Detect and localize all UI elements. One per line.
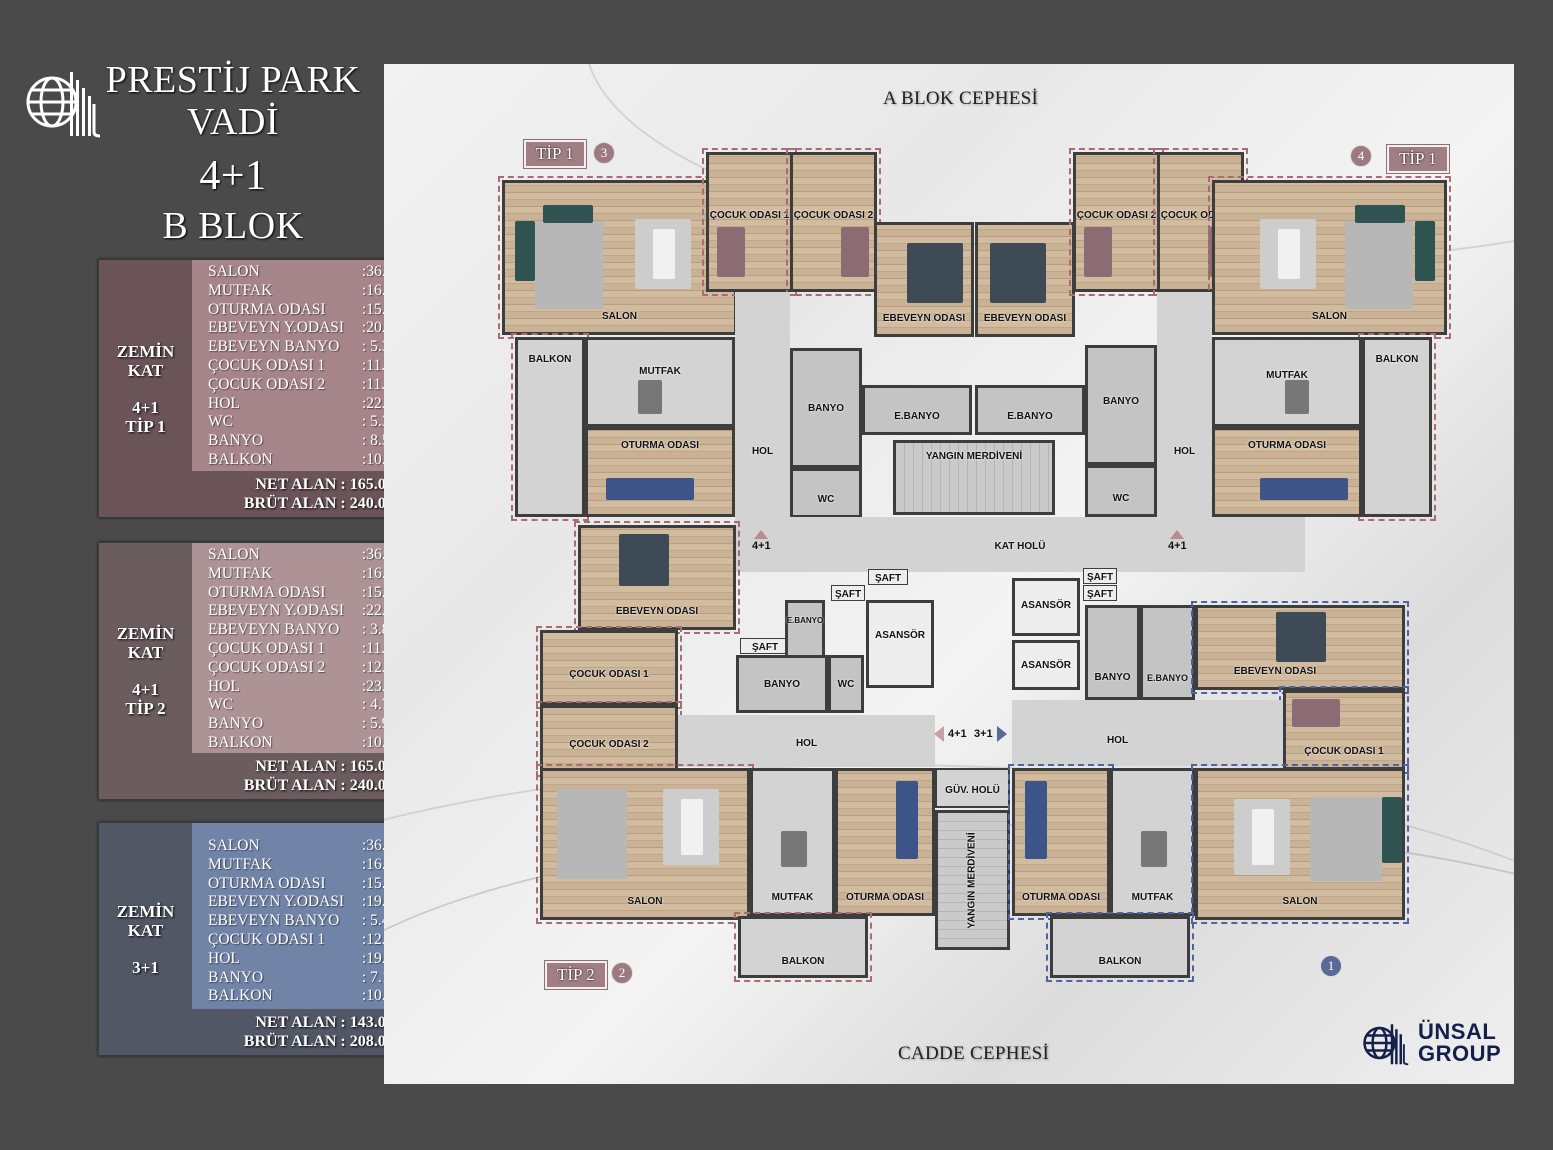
room-ebeveyn-odasi: EBEVEYN ODASI	[874, 222, 974, 337]
room-banyo: BANYO	[1085, 345, 1157, 465]
room-wc: WC	[1085, 465, 1157, 517]
brand-logo: ÜNSAL GROUP	[1362, 1018, 1501, 1068]
unit-number-badge: 1	[1320, 955, 1342, 977]
room-e-banyo: E.BANYO	[975, 385, 1085, 435]
tip-badge-3: TİP 1	[523, 139, 587, 169]
gross-area: BRÜT ALAN : 208.00	[243, 1033, 394, 1050]
security-hall: GÜV. HOLÜ	[935, 768, 1010, 808]
unit-number-badge: 4	[1350, 145, 1372, 167]
room-balkon: BALKON	[1358, 333, 1436, 521]
panel-side-label: ZEMİN KAT 4+1 TİP 2	[99, 543, 192, 799]
room-mutfak: MUTFAK	[750, 768, 835, 916]
room-banyo: BANYO	[790, 348, 862, 468]
shaft: ŞAFT	[831, 585, 865, 601]
panel-side-label: ZEMİN KAT 3+1	[99, 823, 192, 1055]
shaft: ŞAFT	[1083, 568, 1117, 584]
room-mutfak: MUTFAK	[1110, 768, 1195, 916]
shaft: ŞAFT	[868, 569, 908, 585]
room-balkon: BALKON	[511, 333, 589, 521]
entry-triangle-icon	[934, 726, 944, 742]
room-e-banyo: E.BANYO	[862, 385, 972, 435]
net-area: NET ALAN : 165.00	[255, 758, 394, 775]
room-cocuk-odasi-2: ÇOCUK ODASI 2	[786, 148, 881, 296]
room-wc: WC	[790, 468, 862, 518]
room-mutfak: MUTFAK	[585, 337, 735, 427]
room-ebeveyn-odasi: EBEVEYN ODASI	[1191, 601, 1409, 694]
facade-label-bottom: CADDE CEPHESİ	[898, 1043, 1050, 1064]
room-salon: SALON	[1191, 764, 1409, 924]
room-ebeveyn-odasi: EBEVEYN ODASI	[574, 521, 740, 634]
room-salon: SALON	[536, 764, 754, 924]
room-salon: SALON	[1208, 176, 1451, 339]
elevator-1: ASANSÖR	[866, 600, 934, 688]
block-title: B BLOK	[162, 205, 304, 247]
room-cocuk-odasi-1: ÇOCUK ODASI 1	[536, 626, 682, 709]
room-hol: HOL	[735, 292, 790, 517]
fire-stair-bottom: YANGIN MERDİVENİ	[935, 810, 1010, 950]
entry-triangle-icon	[754, 530, 769, 539]
room-cocuk-odasi-1: ÇOCUK ODASI 1	[1279, 686, 1409, 774]
gross-area: BRÜT ALAN : 240.00	[243, 777, 394, 794]
room-banyo: BANYO	[736, 655, 828, 713]
globe-building-icon	[1363, 1024, 1409, 1066]
unit-entry-marker: 3+1	[974, 726, 1007, 742]
unit-entry-marker: 4+1	[934, 726, 967, 742]
tip-badge-4: TİP 1	[1386, 144, 1450, 174]
project-subtitle: VADİ	[186, 101, 280, 143]
decorative-wave	[384, 764, 1514, 1084]
room-oturma-odasi: OTURMA ODASI	[1212, 427, 1362, 517]
room-oturma-odasi: OTURMA ODASI	[1008, 764, 1114, 920]
tip-badge-2: TİP 2	[544, 960, 608, 990]
room-e-banyo: E.BANYO	[1140, 605, 1195, 700]
unit-number-badge: 3	[593, 142, 615, 164]
room-salon: SALON	[498, 176, 741, 339]
room-ebeveyn-odasi: EBEVEYN ODASI	[975, 222, 1075, 337]
elevator-3: ASANSÖR	[1012, 640, 1080, 690]
entry-triangle-icon	[1170, 530, 1185, 539]
room-hol: HOL	[1157, 292, 1212, 517]
panel-side-label: ZEMİN KAT 4+1 TİP 1	[99, 260, 192, 517]
room-balkon: BALKON	[734, 912, 872, 982]
entry-triangle-icon	[996, 726, 1007, 742]
room-cocuk-odasi-2: ÇOCUK ODASI 2	[536, 701, 682, 777]
net-area: NET ALAN : 165.00	[255, 476, 394, 493]
room-oturma-odasi: OTURMA ODASI	[835, 768, 935, 916]
gross-area: BRÜT ALAN : 240.00	[243, 495, 394, 512]
elevator-2: ASANSÖR	[1012, 578, 1080, 636]
room-hol: HOL	[678, 715, 935, 767]
room-e-banyo: E.BANYO	[785, 600, 825, 658]
unit-number-badge: 2	[611, 962, 633, 984]
room-oturma-odasi: OTURMA ODASI	[585, 427, 735, 517]
room-wc: WC	[828, 655, 864, 713]
fire-stair-top: YANGIN MERDİVENİ	[893, 440, 1055, 515]
room-cocuk-odasi-1: ÇOCUK ODASI 1	[702, 148, 797, 296]
unit-type-title: 4+1	[199, 153, 267, 199]
shaft: ŞAFT	[1083, 585, 1117, 601]
project-title: PRESTİJ PARK	[105, 59, 361, 101]
facade-label-top: A BLOK CEPHESİ	[883, 88, 1039, 109]
room-hol: HOL	[1012, 700, 1283, 766]
room-cocuk-odasi-2: ÇOCUK ODASI 2	[1069, 148, 1164, 296]
floor-hall: KAT HOLÜ	[735, 517, 1305, 572]
room-mutfak: MUTFAK	[1212, 337, 1362, 427]
globe-building-icon	[26, 72, 101, 138]
unit-entry-marker: 4+1	[752, 530, 771, 552]
room-banyo: BANYO	[1085, 605, 1140, 700]
brand-name-line1: ÜNSAL	[1418, 1019, 1497, 1044]
shaft: ŞAFT	[740, 638, 790, 654]
unit-entry-marker: 4+1	[1168, 530, 1187, 552]
brand-name-line2: GROUP	[1418, 1041, 1502, 1066]
room-balkon: BALKON	[1046, 912, 1194, 982]
net-area: NET ALAN : 143.00	[255, 1014, 394, 1031]
